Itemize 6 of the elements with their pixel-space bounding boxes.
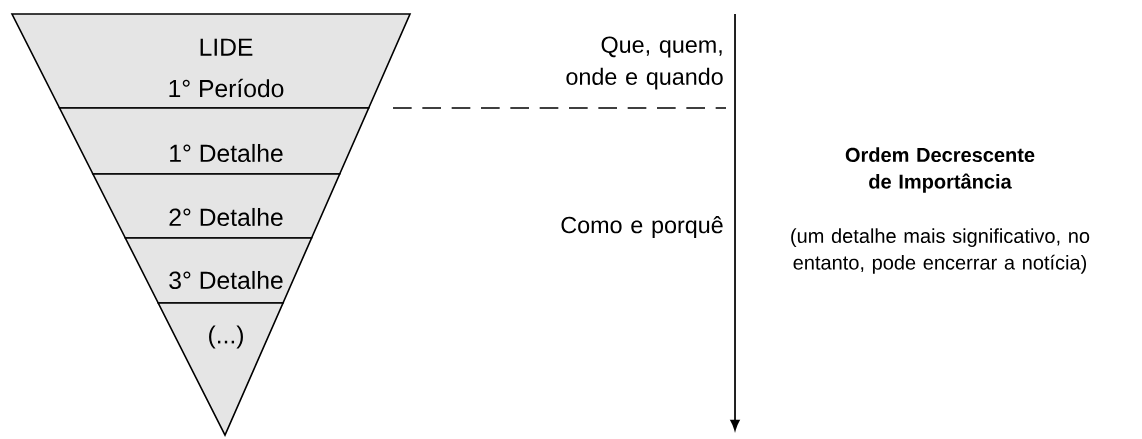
funnel-band: 3° Detalhe (124, 237, 313, 304)
heading-text: Ordem Decrescente de Importância (845, 147, 1035, 193)
note-text: (um detalhe mais significativo, no entanto, pode encerrar a notícia) (791, 228, 1090, 274)
side-text: Que, quem, onde e quando (566, 36, 723, 90)
side-text: Como e porquê (561, 216, 723, 238)
funnel-band: 1° Detalhe (58, 107, 370, 175)
